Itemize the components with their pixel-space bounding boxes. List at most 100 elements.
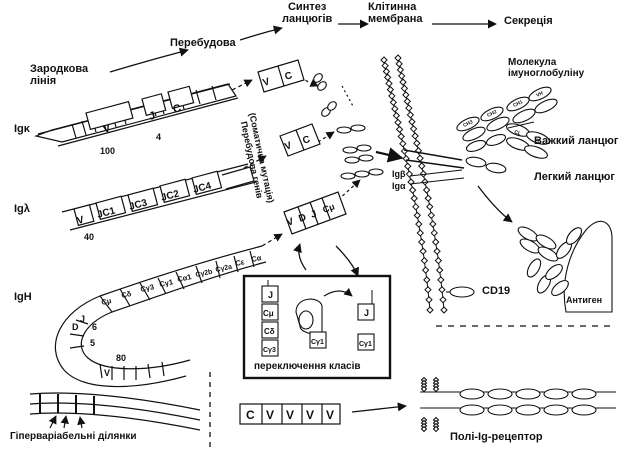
lambda-num-40: 40 — [84, 232, 94, 242]
arrow-rearrangement-to-synthesis — [239, 25, 283, 41]
label-ig-beta: Igβ — [392, 169, 406, 179]
domain-label-vl: VL — [533, 137, 541, 145]
poly-ig-seg-4: V — [306, 408, 314, 422]
membrane-bead — [426, 306, 434, 314]
heavy-vdj-ticks — [69, 319, 165, 380]
kappa-strand-top-line — [37, 83, 231, 135]
arrow-germline-to-rearrangement — [109, 47, 189, 73]
label-rearrangement: Перебудова — [170, 37, 236, 49]
switch-label-rj: J — [364, 308, 369, 318]
membrane-bead — [397, 72, 406, 80]
molecule-heavy-pointer — [507, 121, 535, 129]
heavy-num-80: 80 — [116, 353, 126, 363]
domain-label-ch2: CH2 — [486, 109, 498, 119]
lambda-seg-jc1: JC1 — [96, 205, 117, 220]
kappa-germline-gene — [33, 83, 239, 147]
locus-lambda: Igλ — [14, 203, 30, 215]
label-class-switch: переключення класів — [254, 361, 361, 372]
membrane-bead — [423, 276, 431, 284]
heavy-const-6: Cγ2b — [195, 269, 213, 279]
kappa-seg-v: V — [102, 122, 113, 136]
poly-ig-gene — [239, 403, 341, 425]
switch-label-cg1: Cγ1 — [311, 339, 324, 346]
lambda-seg-v: V — [76, 214, 86, 226]
membrane-bead — [411, 132, 419, 140]
poly-ig-seg-1: C — [246, 408, 255, 422]
label-ig-alpha: Igα — [392, 181, 406, 191]
domain-label-cl: CL — [513, 129, 521, 137]
membrane-bead — [391, 105, 399, 113]
switch-label-cg3: Cγ3 — [263, 347, 276, 354]
kappa-seg-c: C — [172, 102, 183, 116]
switch-left-j — [261, 285, 279, 303]
kappa-box-j — [141, 93, 167, 117]
membrane-bead — [421, 266, 430, 274]
heavy-germline-gene — [54, 245, 267, 388]
membrane-bead — [382, 67, 391, 76]
membrane-bead — [412, 203, 420, 211]
switch-right-cg1 — [357, 333, 375, 351]
membrane-bead — [413, 139, 421, 147]
membrane-bead — [392, 111, 401, 120]
rearranged-heavy — [283, 191, 347, 235]
heavy-const-4: Cγ1 — [159, 277, 174, 289]
membrane-bead — [425, 296, 433, 304]
lambda-germline-gene — [61, 163, 257, 231]
membrane-bead — [386, 85, 395, 94]
rearranged-heavy-d: D — [297, 212, 308, 225]
heavy-seg-j: J — [80, 314, 85, 324]
lambda-box-jc1 — [95, 195, 127, 221]
poly-ig-seg-5: V — [326, 408, 334, 422]
membrane-bead — [419, 247, 427, 255]
heavy-num-d: D — [72, 322, 79, 332]
domain-label-vh: VH — [535, 90, 544, 99]
kappa-box-v — [85, 100, 134, 131]
switch-left-cg1 — [309, 331, 327, 349]
membrane-bead — [415, 220, 423, 228]
stage-arrows — [109, 19, 497, 73]
kappa-strand-bottom-line — [57, 97, 239, 147]
rearranged-kappa — [257, 59, 305, 93]
membrane-bead — [433, 247, 441, 255]
separators — [209, 325, 616, 450]
label-light-chain: Легкий ланцюг — [534, 171, 615, 183]
heavy-const-8: Cε — [235, 257, 246, 268]
membrane-bead — [416, 154, 424, 162]
rearranged-kappa-c: C — [284, 70, 294, 83]
label-antigen: Антиген — [566, 295, 603, 305]
membrane-bead — [409, 125, 418, 133]
heavy-num-5: 5 — [90, 338, 95, 348]
membrane-bead — [417, 238, 426, 246]
poly-ig-seg-3: V — [286, 408, 294, 422]
membrane-bead — [404, 162, 412, 170]
heavy-constant-dividers — [99, 250, 255, 313]
membrane-bead — [435, 266, 444, 274]
membrane-bead — [408, 118, 416, 126]
label-cd19: CD19 — [482, 285, 511, 297]
membrane-bead — [383, 73, 392, 82]
rearranged-heavy-v: V — [285, 216, 295, 229]
domain-label-ch3: CH3 — [462, 119, 474, 129]
label-secretion: Секреція — [504, 15, 553, 27]
switch-right-j — [357, 303, 375, 321]
membrane-bead — [402, 154, 410, 163]
lambda-box-jc4 — [191, 170, 223, 196]
membrane-bead — [422, 186, 431, 194]
membrane-bead — [402, 91, 410, 99]
membrane-bead — [420, 256, 429, 265]
switch-label-cmu: Cμ — [263, 309, 274, 318]
membrane-bead — [403, 97, 412, 106]
poly-ig-bead — [432, 425, 440, 433]
membrane-bead — [394, 54, 402, 62]
membrane-bead — [405, 170, 414, 178]
membrane-bead — [406, 111, 415, 119]
heavy-const-3: Cγ3 — [140, 282, 155, 294]
poly-ig-bead — [420, 385, 428, 393]
poly-ig-bead — [432, 385, 440, 393]
arrow-to-poly-ig — [351, 402, 407, 413]
membrane-bead — [439, 296, 447, 304]
class-switch-box — [242, 274, 392, 380]
rearranged-kappa-v: V — [262, 76, 272, 89]
kappa-box-c — [167, 85, 195, 110]
